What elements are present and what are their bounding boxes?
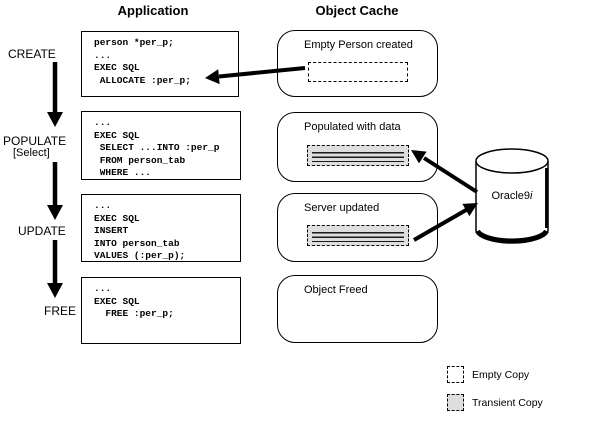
cache-box-label: Empty Person created <box>304 39 413 51</box>
cache-box-label: Populated with data <box>304 121 401 133</box>
flow-label-free: FREE <box>44 304 77 318</box>
legend-empty-copy-label: Empty Copy <box>472 369 530 381</box>
legend-transient-copy-swatch <box>447 394 464 411</box>
code-line: INTO person_tab <box>94 237 180 249</box>
code-line: ... <box>94 49 112 61</box>
code-line: person *per_p; <box>94 37 174 48</box>
transient-data-lines <box>312 149 404 162</box>
flow-label-update: UPDATE <box>18 224 66 238</box>
code-line: VALUES (:per_p); <box>94 250 186 262</box>
code-line: FROM person_tab <box>94 154 186 166</box>
cache-box-empty-person: Empty Person created <box>277 30 438 97</box>
flow-label-create: CREATE <box>8 47 56 61</box>
arrow-update-to-free <box>47 240 63 298</box>
object-cache-column-header: Object Cache <box>315 3 399 18</box>
arrow-populate-to-update <box>47 162 63 220</box>
cache-box-label: Server updated <box>304 202 380 214</box>
code-line: EXEC SQL <box>94 212 140 224</box>
code-box-create: person *per_p; ... EXEC SQL ALLOCATE :pe… <box>81 31 239 97</box>
code-line: EXEC SQL <box>94 295 140 307</box>
arrow-create-to-populate <box>47 62 63 127</box>
code-box-populate: ... EXEC SQL SELECT ...INTO :per_p FROM … <box>81 111 241 180</box>
transient-copy-rect <box>307 145 409 166</box>
code-line: WHERE ... <box>94 167 152 179</box>
code-box-update: ... EXEC SQL INSERT INTO person_tab VALU… <box>81 194 241 262</box>
code-box-free: ... EXEC SQL FREE :per_p; <box>81 277 241 344</box>
code-line: INSERT <box>94 225 129 237</box>
code-line: SELECT ...INTO :per_p <box>94 142 220 154</box>
code-line: ... <box>94 200 112 211</box>
transient-data-lines <box>312 229 404 242</box>
code-line: FREE :per_p; <box>94 308 174 320</box>
cache-box-object-freed: Object Freed <box>277 275 438 343</box>
cache-box-server-updated: Server updated <box>277 193 438 262</box>
cylinder-shadow-bottom <box>475 229 549 244</box>
oracle-version-suffix: i <box>530 190 533 202</box>
code-line: EXEC SQL <box>94 62 140 74</box>
transient-copy-rect <box>307 225 409 246</box>
application-column-header: Application <box>117 3 189 18</box>
code-line: EXEC SQL <box>94 129 140 141</box>
code-line: ... <box>94 117 112 128</box>
cylinder-top <box>475 148 549 174</box>
legend-empty-copy-swatch <box>447 366 464 383</box>
empty-copy-rect <box>308 62 408 82</box>
cylinder-body <box>475 161 549 244</box>
cache-box-populated: Populated with data <box>277 112 438 182</box>
cache-box-label: Object Freed <box>304 284 368 296</box>
code-line: ... <box>94 283 112 294</box>
flow-sublabel-select: [Select] <box>13 147 50 159</box>
oracle-name: Oracle9 <box>491 190 531 202</box>
flow-label-populate: POPULATE <box>3 134 67 148</box>
oracle-database-label: Oracle9i <box>476 190 548 202</box>
code-line: ALLOCATE :per_p; <box>94 74 191 86</box>
legend-transient-copy-label: Transient Copy <box>472 397 543 409</box>
